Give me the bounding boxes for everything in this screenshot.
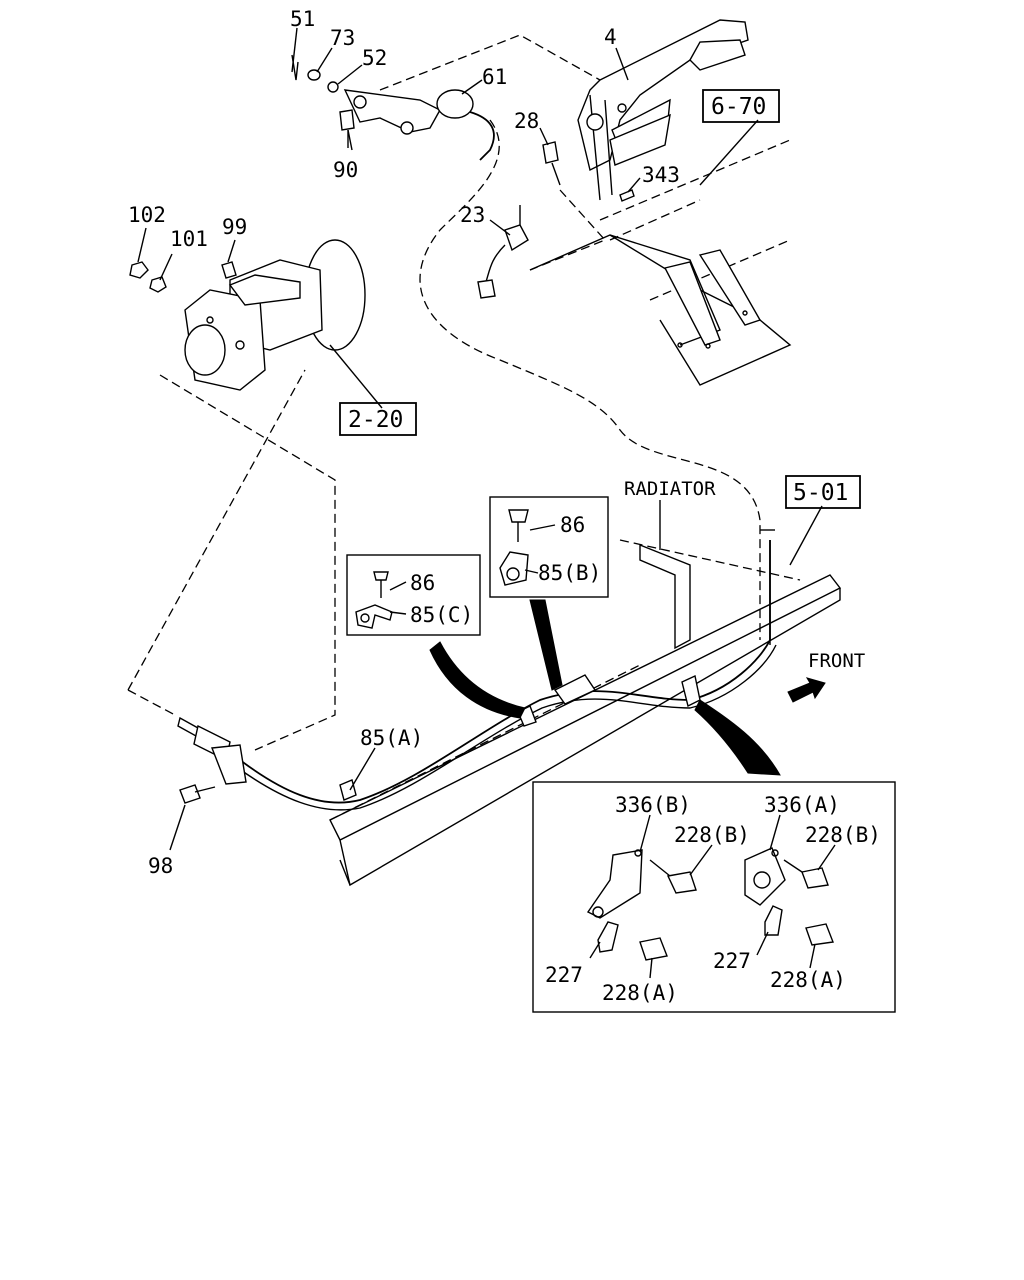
callout-228a-2: 228(A) <box>770 968 846 992</box>
clip-85a <box>339 779 357 801</box>
callout-51: 51 <box>290 7 315 31</box>
pin-343 <box>619 189 635 202</box>
inset-85c-parts <box>355 571 393 629</box>
washer-52 <box>327 81 339 93</box>
callout-227-1: 227 <box>545 963 583 987</box>
switch-23 <box>477 205 529 299</box>
callout-99: 99 <box>222 215 247 239</box>
inset-box-85c <box>346 554 481 636</box>
ref-6-70: 6-70 <box>711 94 766 120</box>
callout-61: 61 <box>482 65 507 89</box>
ref-box-5-01 <box>785 475 861 509</box>
nut-101 <box>149 276 167 293</box>
callout-86-c: 86 <box>410 571 435 595</box>
callout-85a: 85(A) <box>360 726 423 750</box>
lower-cable <box>237 540 777 811</box>
callout-336a: 336(A) <box>764 793 840 817</box>
inset-box-336 <box>532 781 896 1013</box>
callout-4: 4 <box>604 25 617 49</box>
callout-23: 23 <box>460 203 485 227</box>
callout-73: 73 <box>330 26 355 50</box>
ref-box-6-70 <box>702 89 780 123</box>
brake-cable-dashed <box>419 119 761 640</box>
callout-227-2: 227 <box>713 949 751 973</box>
clip-336-on-rail <box>681 674 701 708</box>
callout-90: 90 <box>333 158 358 182</box>
transmission-brake-drum <box>184 239 366 391</box>
pointer-arrow-85c <box>429 641 526 719</box>
cable-lower-end <box>177 716 247 804</box>
radiator-label: RADIATOR <box>624 478 716 500</box>
callout-102: 102 <box>128 203 166 227</box>
callout-98: 98 <box>148 854 173 878</box>
callout-86-b: 86 <box>560 513 585 537</box>
clip-85b-on-rail <box>553 674 597 705</box>
callout-28: 28 <box>514 109 539 133</box>
callout-101: 101 <box>170 227 208 251</box>
parking-brake-lever <box>577 19 749 201</box>
cable-upper-end <box>339 89 495 161</box>
ref-box-2-20 <box>339 402 417 436</box>
lever-frame-dashed <box>379 34 701 271</box>
ref-2-20: 2-20 <box>348 407 403 433</box>
pointer-arrow-336 <box>694 699 781 776</box>
leader-lines <box>137 27 836 979</box>
nut-102 <box>129 261 149 279</box>
nut-99 <box>221 261 237 279</box>
inset-box-85b <box>489 496 609 598</box>
callout-336b: 336(B) <box>615 793 691 817</box>
callout-228b-1: 228(B) <box>674 823 750 847</box>
inset-336-parts <box>586 847 834 961</box>
front-arrow-icon <box>787 677 826 703</box>
floor-panel <box>529 139 792 386</box>
inset-85b-parts <box>499 509 529 586</box>
ref-5-01: 5-01 <box>793 480 848 506</box>
callout-85b: 85(B) <box>538 561 601 585</box>
callout-343: 343 <box>642 163 680 187</box>
lower-frame-dashed <box>127 369 336 751</box>
bolt-28 <box>542 141 559 164</box>
callout-52: 52 <box>362 46 387 70</box>
front-label: FRONT <box>808 650 865 672</box>
washer-73 <box>307 69 321 81</box>
callout-85c: 85(C) <box>410 603 473 627</box>
callout-228b-2: 228(B) <box>805 823 881 847</box>
callout-228a-1: 228(A) <box>602 981 678 1005</box>
pointer-arrow-85b <box>529 599 563 691</box>
